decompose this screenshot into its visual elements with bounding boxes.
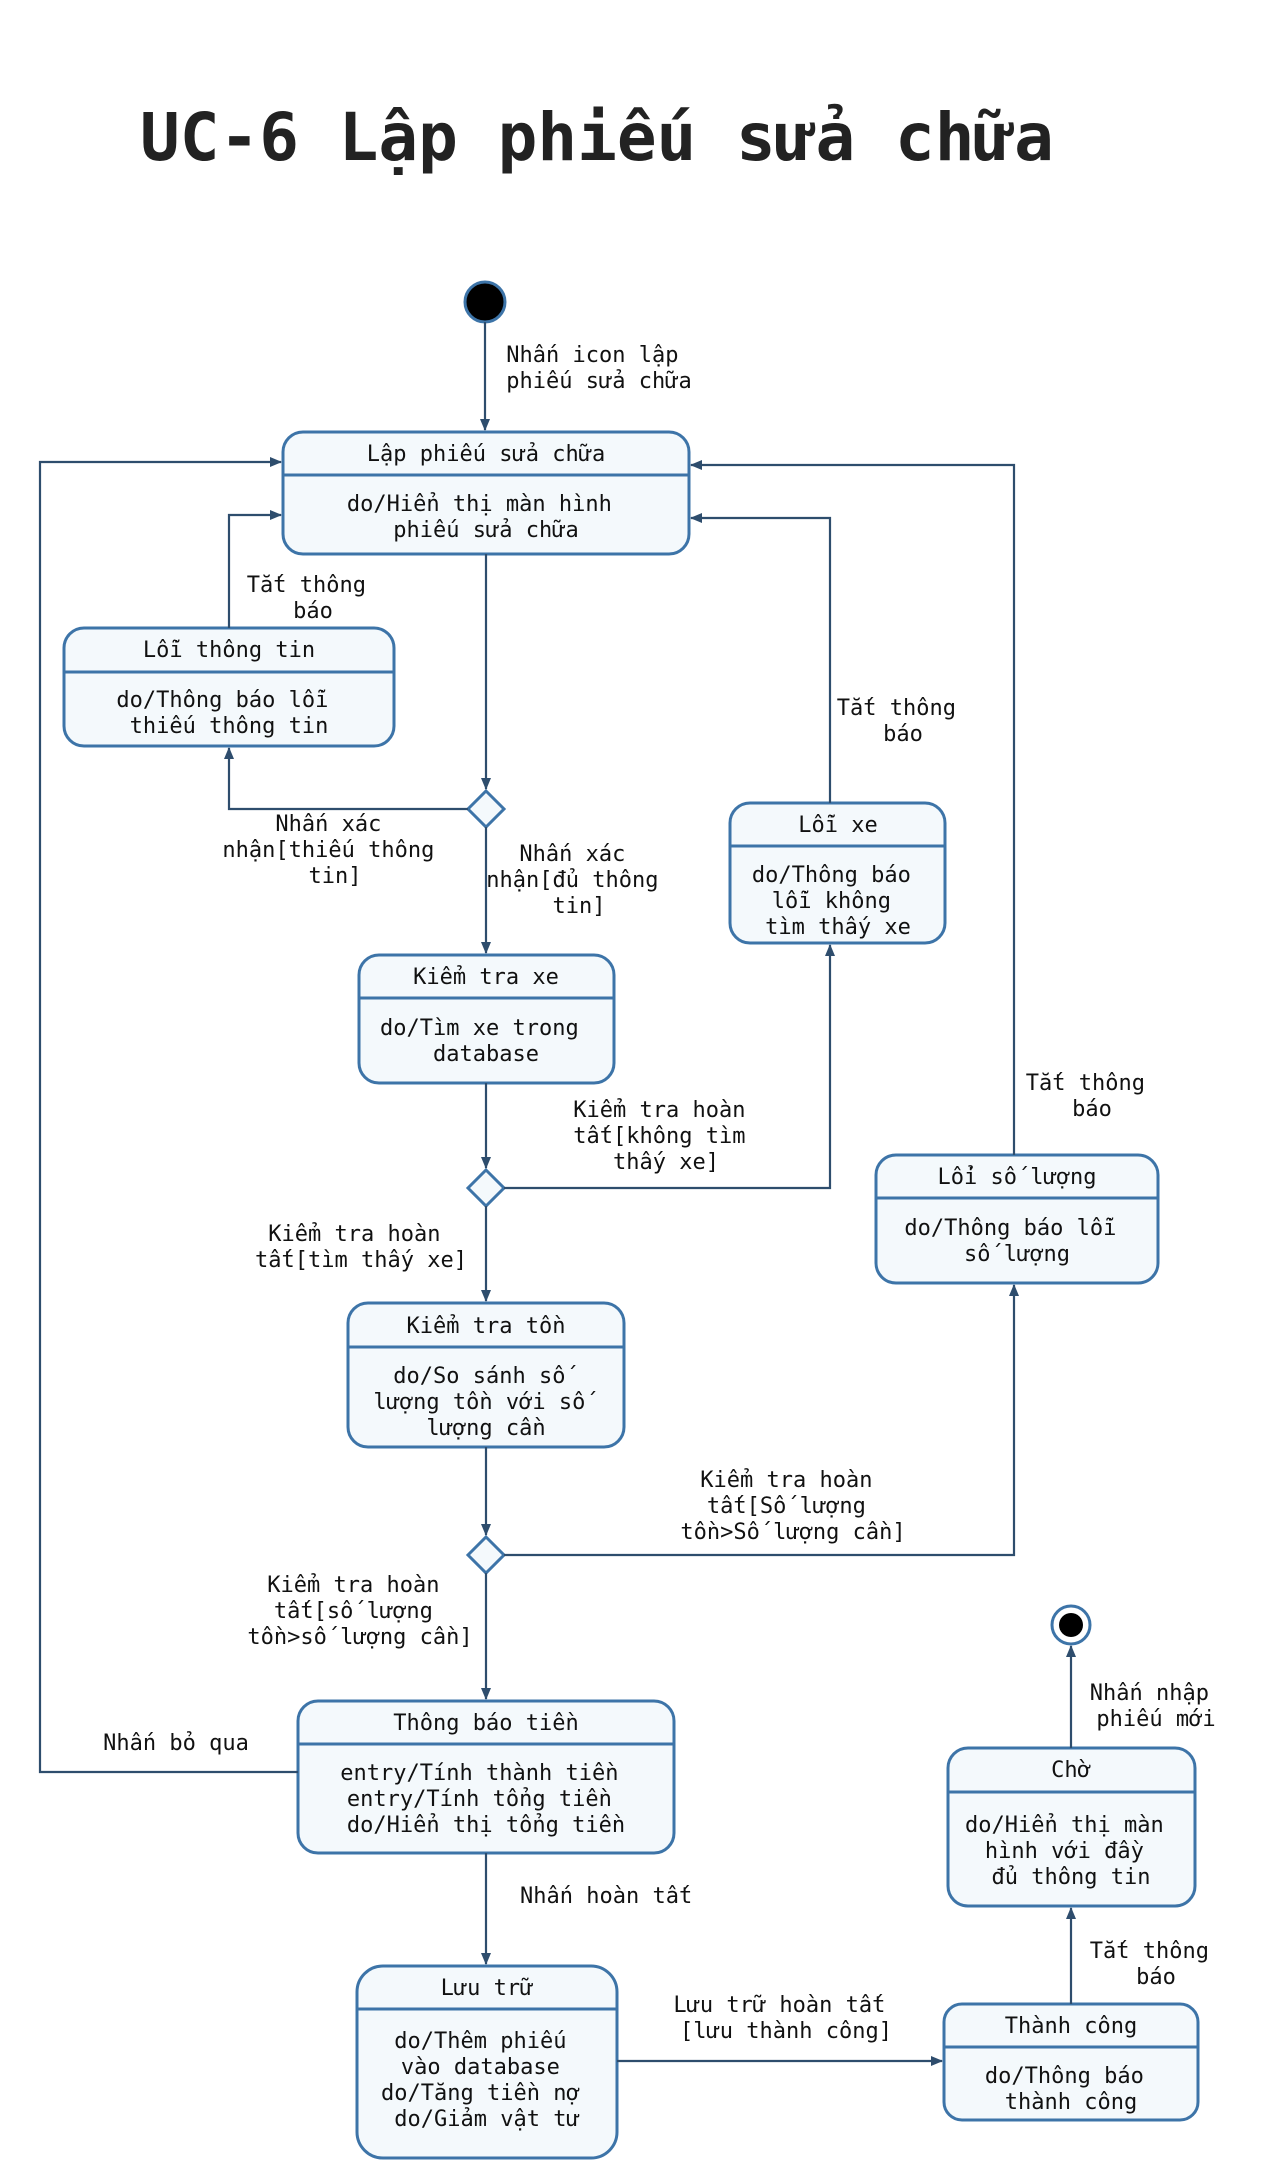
label-start: Nhấn icon lập phiếu sửa chữa (506, 343, 691, 394)
state-name: Kiểm tra tồn (407, 1314, 566, 1339)
state-kiem-tra-ton: Kiểm tra tồn do/So sánh số lượng tồn với… (346, 1301, 626, 1449)
state-body: do/Hiển thị màn hình với đầy đủ thông ti… (965, 1813, 1177, 1890)
state-body: do/Tìm xe trong database (380, 1016, 592, 1067)
state-name: Chờ (1051, 1758, 1091, 1783)
label-tat-thong-bao-2: Tắt thông báo (837, 696, 969, 747)
edge-loi-so-luong-back (690, 460, 1016, 1155)
label-hoan-tat: Nhấn hoàn tất (520, 1884, 692, 1909)
state-body: do/Thông báo lỗi số lượng (904, 1216, 1129, 1267)
state-body: do/So sánh số lượng tồn với số lượng cần (373, 1364, 598, 1441)
state-loi-thong-tin: Lỗi thông tin do/Thông báo lỗi thiếu thô… (62, 626, 396, 748)
state-body: entry/Tính thành tiền entry/Tính tổng ti… (340, 1761, 631, 1838)
label-thay-xe: Kiểm tra hoàn tất[tìm thấy xe] (255, 1222, 467, 1273)
state-name: Lập phiếu sửa chữa (367, 442, 605, 467)
edge-loi-thong-tin-back (227, 510, 282, 628)
state-body: do/Thông báo lỗi thiếu thông tin (116, 688, 341, 739)
state-name: Thông báo tiền (393, 1711, 578, 1736)
state-kiem-tra-xe: Kiểm tra xe do/Tìm xe trong database (357, 953, 616, 1085)
decision-node-2 (465, 1167, 507, 1209)
edge-thieu-thong-tin (224, 747, 468, 811)
edge-khong-thay-xe (504, 944, 835, 1190)
label-so-luong-du: Kiểm tra hoàn tất[số lượng tồn>số lượng … (247, 1573, 472, 1650)
edge-thieu-so-luong (504, 1284, 1019, 1557)
state-name: Lỗi xe (798, 813, 877, 838)
label-khong-thay-xe: Kiểm tra hoàn tất[không tìm thấy xe] (573, 1098, 758, 1175)
final-node (1050, 1604, 1092, 1646)
state-body: do/Thông báo thành công (985, 2064, 1157, 2115)
label-tat-thong-bao-1: Tắt thông báo (247, 573, 379, 624)
state-loi-so-luong: Lổi số lượng do/Thông báo lỗi số lượng (874, 1153, 1160, 1285)
edge-loi-xe-back (690, 513, 832, 803)
diagram-title: UC-6 Lập phiếu sửa chữa (140, 99, 1054, 176)
decision-node-3 (465, 1534, 507, 1576)
label-nhap-phieu-moi: Nhấn nhập phiếu mới (1090, 1681, 1222, 1732)
state-name: Lỗi thông tin (143, 638, 315, 663)
state-thanh-cong: Thành công do/Thông báo thành công (942, 2002, 1200, 2122)
state-name: Thành công (1005, 2014, 1137, 2039)
label-so-luong-lon: Kiểm tra hoàn tất[Số lượng tồn>Số lượng … (680, 1468, 905, 1545)
state-thong-bao-tien: Thông báo tiền entry/Tính thành tiền ent… (296, 1699, 676, 1855)
edge-bo-qua (38, 457, 298, 1774)
state-cho: Chờ do/Hiển thị màn hình với đầy đủ thôn… (946, 1746, 1197, 1908)
state-luu-tru: Lưu trữ do/Thêm phiếu vào database do/Tă… (355, 1964, 619, 2160)
state-name: Lưu trữ (441, 1976, 534, 2001)
state-name: Lổi số lượng (938, 1165, 1097, 1190)
label-luu-thanh-cong: Lưu trữ hoàn tất [lưu thành công] (673, 1993, 898, 2044)
state-body: do/Thêm phiếu vào database do/Tăng tiền … (381, 2029, 593, 2132)
state-body: do/Hiển thị màn hình phiếu sửa chữa (347, 492, 625, 543)
initial-node (463, 280, 507, 324)
state-body: do/Thông báo lỗi không tìm thấy xe (752, 863, 924, 940)
label-du-thong-tin: Nhấn xác nhận[đủ thông tin] (486, 842, 671, 919)
label-tat-thong-bao-3: Tắt thông báo (1026, 1071, 1158, 1122)
label-thieu-thong-tin: Nhấn xác nhận[thiếu thông tin] (222, 812, 447, 889)
state-loi-xe: Lỗi xe do/Thông báo lỗi không tìm thấy x… (728, 801, 947, 945)
label-bo-qua: Nhấn bỏ qua (103, 1731, 249, 1756)
state-lap-phieu: Lập phiếu sửa chữa do/Hiển thị màn hình … (281, 430, 691, 556)
label-tat-thong-bao-4: Tắt thông báo (1090, 1939, 1222, 1990)
decision-node-1 (465, 788, 507, 830)
state-name: Kiểm tra xe (413, 965, 559, 990)
